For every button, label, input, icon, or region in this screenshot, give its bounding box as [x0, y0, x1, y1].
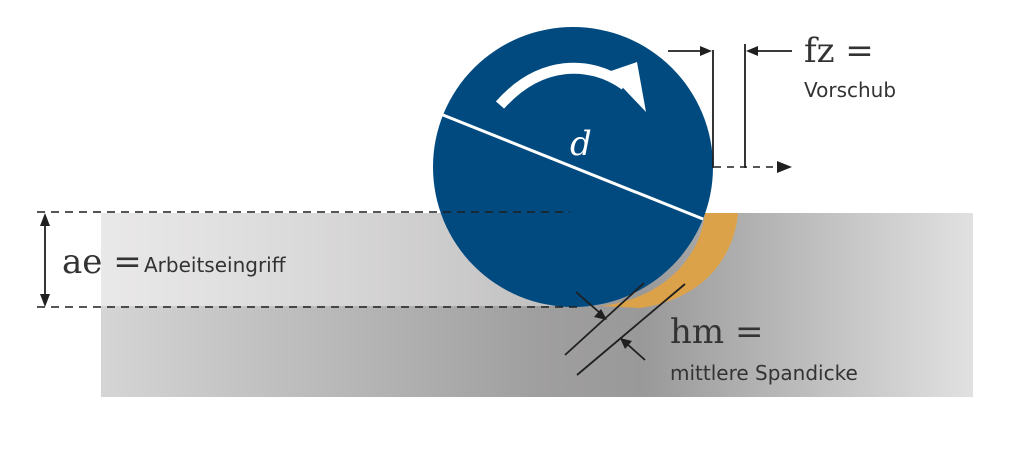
- hm-text: mittlere Spandicke: [670, 361, 858, 385]
- feed-arrowhead-icon: [777, 161, 792, 173]
- hm-symbol: hm =: [670, 312, 763, 352]
- rotation-arrow-icon: [495, 62, 629, 109]
- chip-shape: [600, 213, 738, 308]
- hm-arrowhead-lower-icon: [620, 338, 632, 349]
- fz-left-arrowhead-icon: [700, 46, 712, 56]
- ae-text: Arbeitseingriff: [144, 253, 287, 277]
- hm-arrowhead-upper-icon: [594, 309, 607, 320]
- hm-arrow-lower-shaft: [625, 342, 646, 361]
- fz-text: Vorschub: [804, 78, 896, 102]
- fz-right-arrowhead-icon: [746, 46, 758, 56]
- diameter-line: [442, 113, 704, 221]
- hm-line-2: [576, 283, 686, 376]
- diameter-label: d: [570, 124, 592, 164]
- ae-symbol: ae =: [62, 242, 142, 282]
- ae-arrowhead-up-icon: [40, 213, 50, 226]
- ae-arrowhead-down-icon: [40, 294, 50, 307]
- rotation-arrowhead-icon: [608, 62, 646, 112]
- hm-arrow-upper-shaft: [575, 291, 601, 314]
- fz-symbol: fz =: [804, 31, 874, 71]
